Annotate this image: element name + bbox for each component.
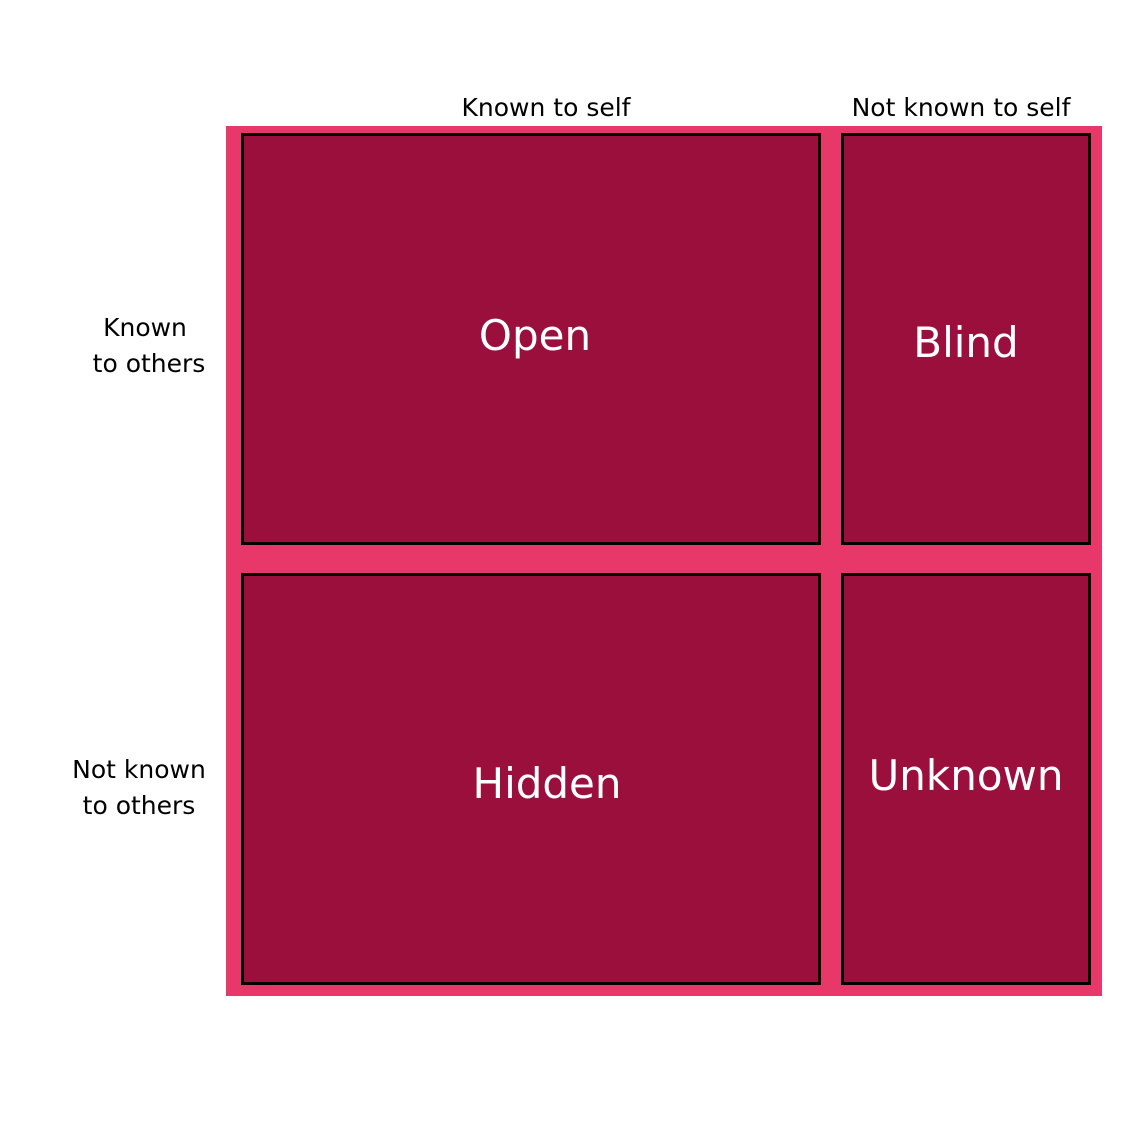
row-header-known-to-others: Known to others (64, 310, 234, 382)
column-header-not-known-to-self: Not known to self (851, 93, 1071, 122)
pane-unknown-label: Unknown (868, 750, 1064, 800)
row-header-not-known-to-others: Not known to others (50, 752, 228, 824)
pane-open: Open (241, 133, 821, 545)
pane-hidden: Hidden (241, 573, 821, 985)
pane-blind: Blind (841, 133, 1091, 545)
column-header-known-to-self: Known to self (461, 93, 631, 122)
row-header-known-to-others-line-1: Known (103, 313, 187, 342)
pane-blind-label: Blind (913, 317, 1019, 367)
pane-hidden-label: Hidden (472, 758, 622, 808)
row-header-not-known-to-others-line-1: Not known (72, 755, 206, 784)
row-header-known-to-others-line-2: to others (92, 349, 206, 378)
pane-open-label: Open (478, 310, 592, 360)
row-header-not-known-to-others-line-2: to others (82, 791, 196, 820)
pane-unknown: Unknown (841, 573, 1091, 985)
